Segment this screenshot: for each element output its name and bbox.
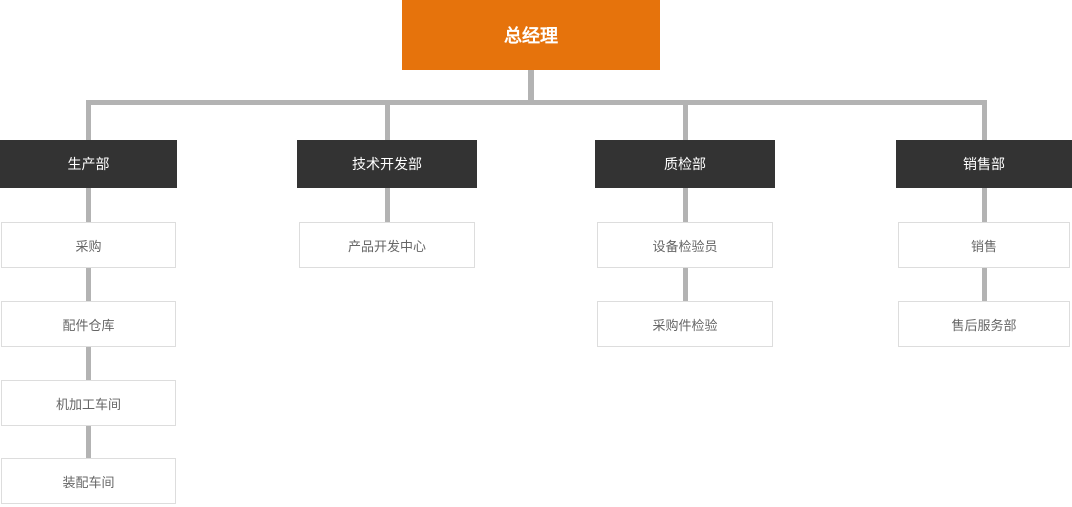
connector-bar-to-qc — [683, 103, 688, 140]
node-production-dept[interactable]: 生产部 — [0, 140, 177, 188]
node-assembly-workshop[interactable]: 装配车间 — [1, 458, 176, 504]
node-after-sales-service[interactable]: 售后服务部 — [898, 301, 1070, 347]
node-production-dept-label: 生产部 — [67, 157, 110, 173]
connector-machining-to-assembly — [86, 426, 91, 458]
node-sales-label: 销售 — [970, 239, 997, 255]
node-machining-workshop[interactable]: 机加工车间 — [1, 380, 176, 426]
node-parts-warehouse[interactable]: 配件仓库 — [1, 301, 176, 347]
connector-purchasing-to-parts-warehouse — [86, 268, 91, 301]
connector-root-trunk — [528, 70, 534, 103]
node-purchased-parts-inspection[interactable]: 采购件检验 — [597, 301, 773, 347]
node-purchasing[interactable]: 采购 — [1, 222, 176, 268]
node-sales-dept[interactable]: 销售部 — [896, 140, 1072, 188]
node-qc-dept-label: 质检部 — [664, 157, 706, 173]
node-product-dev-center[interactable]: 产品开发中心 — [299, 222, 475, 268]
connector-production-to-purchasing — [86, 188, 91, 222]
node-product-dev-center-label: 产品开发中心 — [347, 239, 426, 255]
node-purchasing-label: 采购 — [75, 239, 102, 255]
node-parts-warehouse-label: 配件仓库 — [62, 318, 115, 334]
node-assembly-workshop-label: 装配车间 — [62, 475, 115, 491]
node-equipment-inspector[interactable]: 设备检验员 — [597, 222, 773, 268]
connector-bar-to-tech-dev — [385, 103, 390, 140]
connector-qc-to-equipment-inspector — [683, 188, 688, 222]
connector-equipment-inspector-to-parts-inspection — [683, 268, 688, 301]
connector-horizontal-bar — [86, 100, 987, 105]
connector-parts-warehouse-to-machining — [86, 347, 91, 380]
node-tech-dev-dept-label: 技术开发部 — [352, 157, 422, 173]
node-general-manager-label: 总经理 — [504, 26, 558, 47]
node-purchased-parts-inspection-label: 采购件检验 — [652, 318, 718, 334]
node-tech-dev-dept[interactable]: 技术开发部 — [297, 140, 477, 188]
node-sales-dept-label: 销售部 — [963, 157, 1005, 173]
connector-sales-dept-to-sales — [982, 188, 987, 222]
connector-bar-to-production — [86, 103, 91, 140]
connector-tech-dev-to-product-dev — [385, 188, 390, 222]
connector-bar-to-sales — [982, 103, 987, 140]
node-general-manager[interactable]: 总经理 — [402, 0, 660, 70]
node-qc-dept[interactable]: 质检部 — [595, 140, 775, 188]
node-machining-workshop-label: 机加工车间 — [55, 397, 121, 413]
node-equipment-inspector-label: 设备检验员 — [652, 239, 718, 255]
node-sales[interactable]: 销售 — [898, 222, 1070, 268]
connector-sales-to-after-sales — [982, 268, 987, 301]
node-after-sales-service-label: 售后服务部 — [951, 318, 1017, 334]
